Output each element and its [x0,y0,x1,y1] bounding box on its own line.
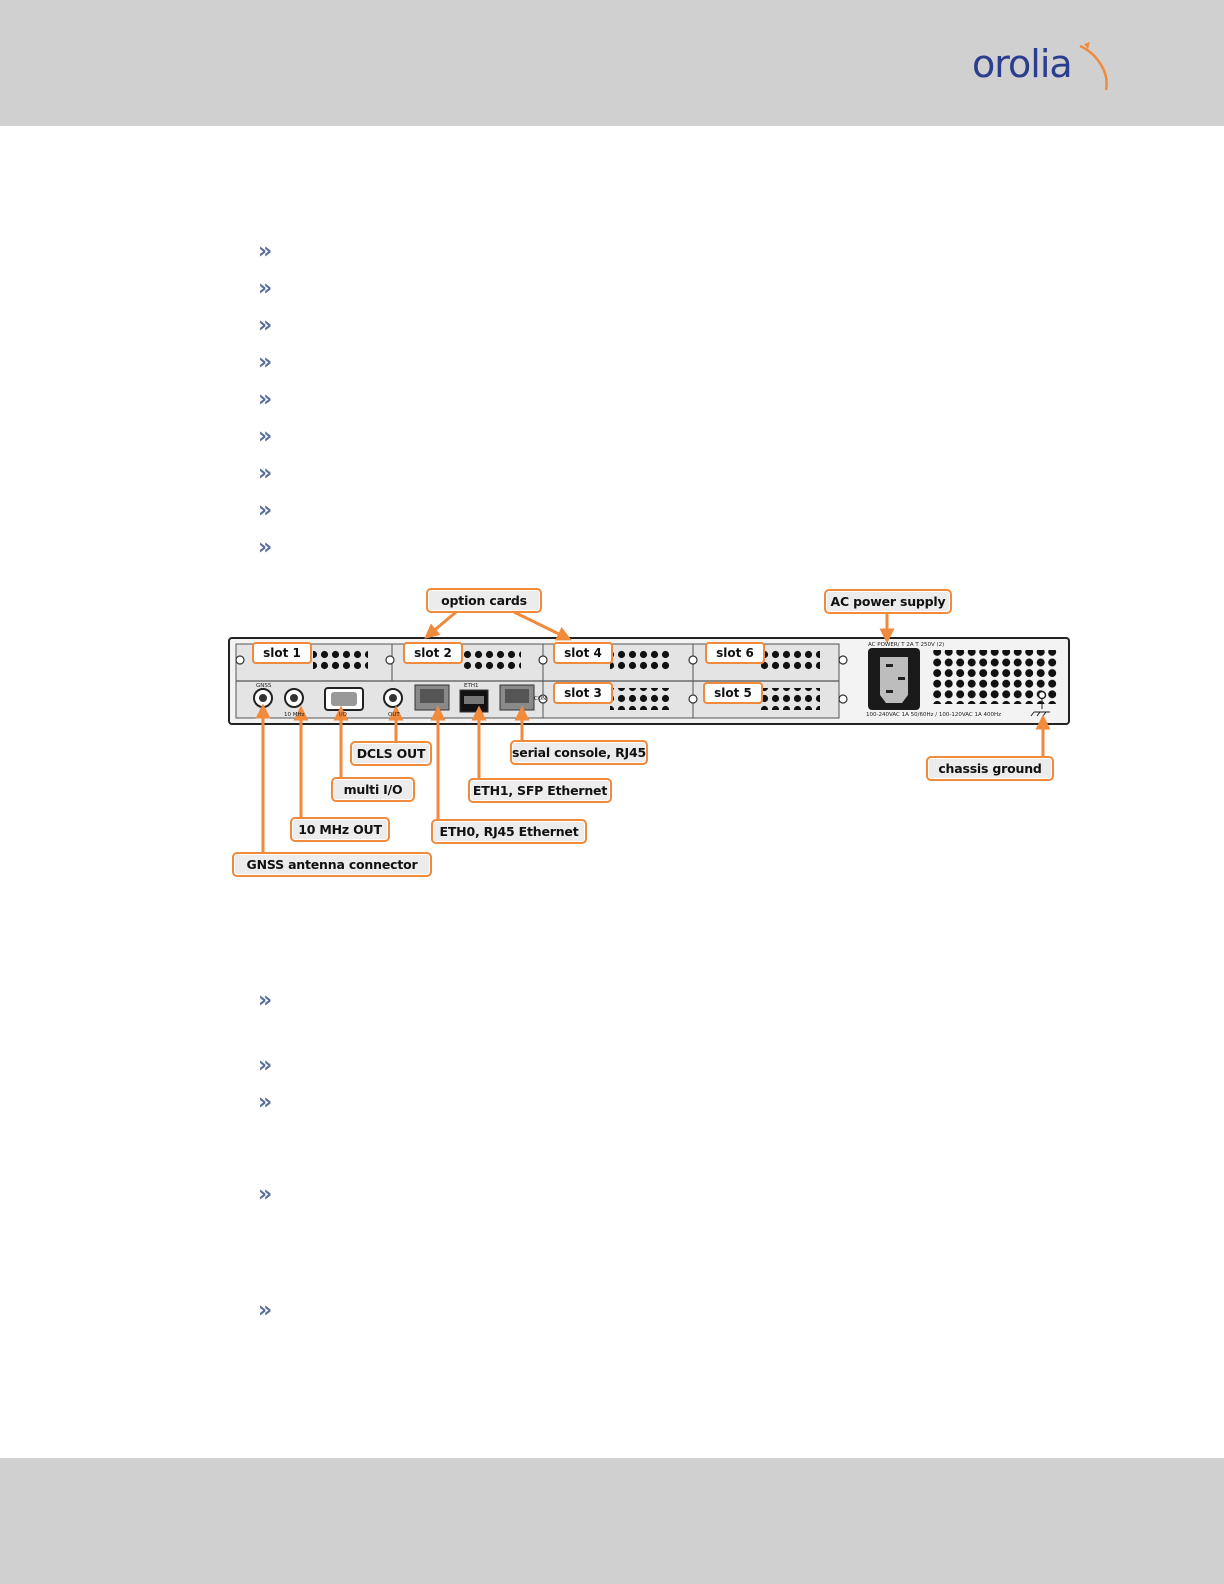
bullet-icon: » [258,1090,273,1115]
chassis [228,637,1070,725]
panel-label-io: I/O [339,712,347,718]
bullet-icon: » [258,1182,273,1207]
slot-label-5: slot 5 [703,682,763,704]
bullet-icon: » [258,498,273,523]
callout-10mhz-out: 10 MHz OUT [290,817,390,842]
panel-label-gnss: GNSS [256,683,272,689]
bullet-icon: » [258,313,273,338]
bullet-icon: » [258,276,273,301]
bullet-icon: » [258,387,273,412]
logo-swoosh-icon [1079,42,1108,91]
page-header: orolia [0,0,1224,126]
leader-arrows [255,610,1051,853]
slot-label-4: slot 4 [553,642,613,664]
bullet-icon: » [258,239,273,264]
callout-eth1-sfp: ETH1, SFP Ethernet [468,778,612,803]
slot-label-2: slot 2 [403,642,463,664]
callout-eth0-rj45: ETH0, RJ45 Ethernet [431,819,587,844]
panel-label-eth1: ETH1 [464,683,478,689]
panel-label-con: CON [534,696,546,702]
callout-multi-io: multi I/O [331,777,415,802]
callout-option-cards: option cards [426,588,542,613]
callout-serial-console: serial console, RJ45 [510,740,648,765]
bullet-icon: » [258,350,273,375]
slot-label-1: slot 1 [252,642,312,664]
panel-label-out: OUT [388,712,400,718]
bullet-icon: » [258,988,273,1013]
callout-ac-power-supply: AC power supply [824,589,952,614]
bullet-icon: » [258,535,273,560]
page-footer [0,1458,1224,1584]
slot-label-6: slot 6 [705,642,765,664]
orolia-logo: orolia [972,40,1122,100]
bullet-icon: » [258,461,273,486]
logo-wordmark: orolia [972,42,1073,86]
callout-gnss-antenna: GNSS antenna connector [232,852,432,877]
bullet-icon: » [258,1298,273,1323]
bullet-icon: » [258,1053,273,1078]
slot-label-3: slot 3 [553,682,613,704]
bullet-icon: » [258,424,273,449]
panel-label-10mhz: 10 MHz [284,712,305,718]
callout-dcls-out: DCLS OUT [350,741,432,766]
panel-label-ac-power: AC POWER/ T 2A T 250V (2) [868,642,944,648]
callout-chassis-ground: chassis ground [926,756,1054,781]
panel-label-ac-rating: 100-240VAC 1A 50/60Hz / 100-120VAC 1A 40… [866,712,1001,718]
